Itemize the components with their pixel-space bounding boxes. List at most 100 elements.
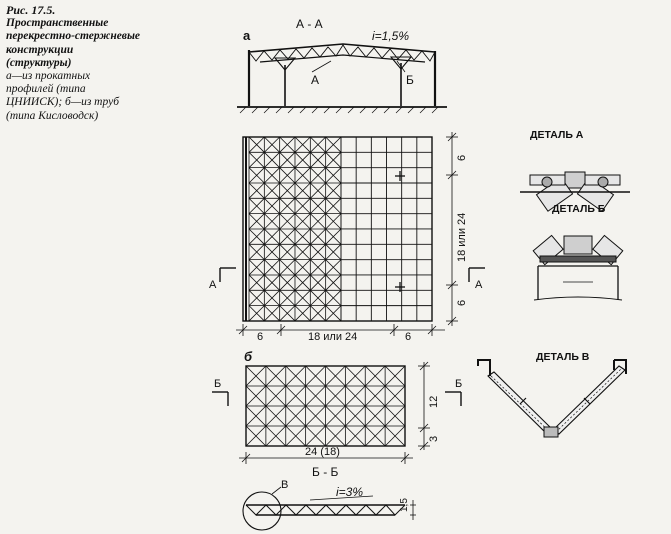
node-joint <box>564 171 586 189</box>
detail-a-title: ДЕТАЛЬ А <box>530 129 584 141</box>
lattice-diagonal <box>345 385 366 407</box>
section-aa-label-b: Б <box>406 73 414 87</box>
caption-line: ЦНИИСК); б—из труб <box>6 96 119 109</box>
lattice-diagonal <box>265 405 287 427</box>
column-cap <box>389 56 413 70</box>
lattice-diagonal <box>279 290 296 306</box>
section-bb-height: 1,5 <box>399 498 410 512</box>
lattice-diagonal <box>305 405 326 427</box>
plan-a-dim-mid-v: 18 или 24 <box>456 213 468 262</box>
lattice-diagonal <box>248 198 265 214</box>
plus-mark <box>395 171 405 292</box>
lattice-diagonal <box>279 182 296 199</box>
lattice-diagonal <box>294 198 311 214</box>
lattice-diagonal <box>305 385 326 407</box>
lattice-diagonal <box>248 274 265 291</box>
truss-top-chord <box>248 43 436 53</box>
caption-line: Пространственные <box>6 17 109 30</box>
lattice-diagonal <box>248 244 265 260</box>
plan-a-dim-left: 6 <box>257 331 263 343</box>
lattice-diagonal <box>294 182 311 199</box>
lattice-diagonal <box>279 259 296 276</box>
lattice-diagonal <box>279 305 296 322</box>
lattice-diagonal <box>325 290 342 306</box>
lattice-diagonal <box>245 365 267 387</box>
lattice-diagonal <box>279 213 296 230</box>
lattice-diagonal <box>248 182 265 199</box>
lattice-diagonal <box>279 167 296 184</box>
lattice-diagonal <box>294 167 311 184</box>
square-grid <box>340 136 433 322</box>
lattice-diagonal <box>248 136 265 153</box>
lattice-diagonal <box>310 213 326 230</box>
plan-b-dim-bottom: 24 (18) <box>305 446 340 458</box>
lattice-diagonal <box>264 244 280 260</box>
lattice-diagonal <box>265 365 287 387</box>
lattice-diagonal <box>310 228 326 245</box>
lattice-diagonal <box>384 405 406 427</box>
lattice-diagonal <box>248 152 265 168</box>
lattice-diagonal <box>310 198 326 214</box>
section-aa-letter: а <box>243 28 251 43</box>
lattice-diagonal <box>294 244 311 260</box>
lattice-diagonal <box>245 405 267 427</box>
lattice-diagonal <box>248 290 265 306</box>
lattice-diagonal <box>285 425 306 447</box>
lattice-diagonal <box>325 305 342 322</box>
detail-a: ДЕТАЛЬ А <box>520 129 630 212</box>
lattice-diagonal <box>279 136 296 153</box>
lattice-diagonal <box>325 425 346 447</box>
leader-line <box>311 60 332 73</box>
lattice-diagonal <box>264 290 280 306</box>
lattice-diagonal <box>345 405 366 427</box>
lattice-diagonal <box>364 425 386 447</box>
lattice-diagonal <box>310 274 326 291</box>
lattice-diagonal <box>325 259 342 276</box>
lattice-diagonal <box>294 136 311 153</box>
lattice-diagonal <box>345 425 366 447</box>
lattice-diagonal <box>325 182 342 199</box>
section-aa: а А - А i=1,5% А Б <box>237 17 447 114</box>
node-joint <box>563 235 593 255</box>
lattice-diagonal <box>279 228 296 245</box>
caption-line: конструкции <box>6 43 74 56</box>
lattice-diagonal <box>264 228 280 245</box>
lattice-diagonal <box>245 385 267 407</box>
lattice-diagonal <box>294 305 311 322</box>
section-cut-mark <box>219 267 485 282</box>
lattice-diagonal <box>264 305 280 322</box>
lattice-diagonal <box>279 244 296 260</box>
lattice-diagonal <box>310 259 326 276</box>
lattice-diagonal <box>384 425 406 447</box>
lattice-diagonal <box>248 167 265 184</box>
lattice-diagonal <box>279 152 296 168</box>
lattice-diagonal <box>294 228 311 245</box>
caption-title: Рис. 17.5. <box>6 3 56 17</box>
lattice-diagonal <box>310 290 326 306</box>
lattice-diagonal <box>248 305 265 322</box>
lattice-diagonal <box>279 274 296 291</box>
plan-b-cut-left: Б <box>214 378 221 390</box>
lattice-diagonal <box>345 365 366 387</box>
chord-profile <box>477 359 627 376</box>
lattice-diagonal <box>265 425 287 447</box>
detail-v-title: ДЕТАЛЬ В <box>536 351 590 363</box>
lattice-diagonal <box>325 167 342 184</box>
lattice-diagonal <box>264 274 280 291</box>
lattice-diagonal <box>325 244 342 260</box>
section-bb-title: Б - Б <box>312 465 339 479</box>
lattice-diagonal <box>245 425 267 447</box>
plan-a: 6 18 или 24 6 6 18 или 24 6 А А <box>209 132 485 343</box>
lattice-diagonal <box>294 152 311 168</box>
lattice-diagonal <box>305 425 326 447</box>
lattice-diagonal <box>264 213 280 230</box>
lattice-diagonal <box>384 365 406 387</box>
break-line <box>533 296 623 301</box>
lattice-diagonal <box>384 385 406 407</box>
plan-b-cut-right: Б <box>455 378 462 390</box>
lattice-diagonal <box>325 152 342 168</box>
plan-b-letter: б <box>244 349 253 364</box>
lattice-diagonal <box>285 365 306 387</box>
leader-line <box>396 60 406 73</box>
ground-hatch <box>239 106 439 114</box>
